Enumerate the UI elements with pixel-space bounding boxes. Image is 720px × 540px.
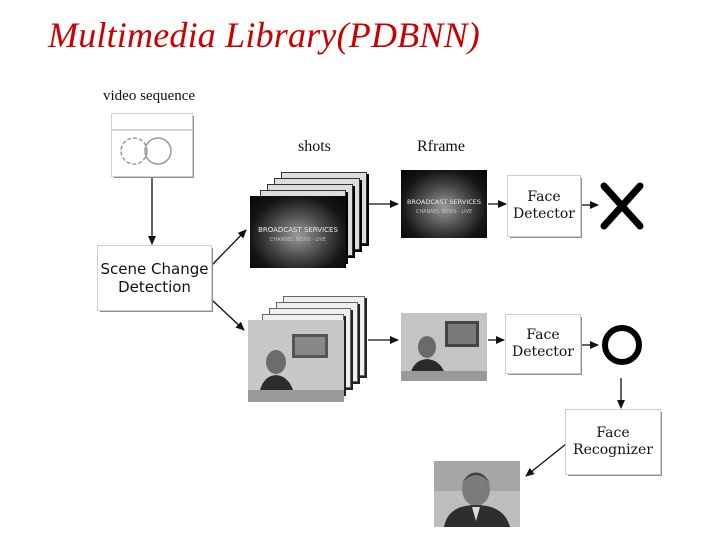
shot-frame-top-front: BROADCAST SERVICES CHANNEL NEWS · LIVE (250, 196, 346, 268)
news-anchor-image (401, 313, 487, 381)
label-rframe: Rframe (417, 138, 465, 155)
face-recognizer-box: Face Recognizer (566, 410, 660, 474)
news-anchor-image (248, 320, 344, 402)
rframe-top: BROADCAST SERVICES CHANNEL NEWS · LIVE (401, 170, 487, 238)
arrow-recognizer-to-face (525, 443, 567, 477)
cross-mark-icon (600, 182, 644, 230)
face-detector-bottom-box: Face Detector (506, 315, 580, 373)
face-portrait-image (434, 461, 520, 527)
page-title: Multimedia Library(PDBNN) (48, 15, 480, 55)
arrow-scene-to-shots-top (211, 229, 247, 266)
scene-change-detection-box: Scene Change Detection (98, 246, 211, 310)
arrow-scene-to-shots-bottom (211, 299, 245, 331)
shot-frame-bottom-front (248, 320, 344, 402)
label-shots: shots (298, 138, 331, 155)
face-detector-top-box: Face Detector (508, 176, 580, 236)
circle-mark-icon (602, 325, 642, 365)
recognized-face-image (434, 461, 520, 527)
video-sequence-box (112, 114, 192, 176)
rframe-bottom (401, 313, 487, 381)
label-video-sequence: video sequence (103, 88, 196, 104)
film-reel-icon (112, 129, 192, 165)
